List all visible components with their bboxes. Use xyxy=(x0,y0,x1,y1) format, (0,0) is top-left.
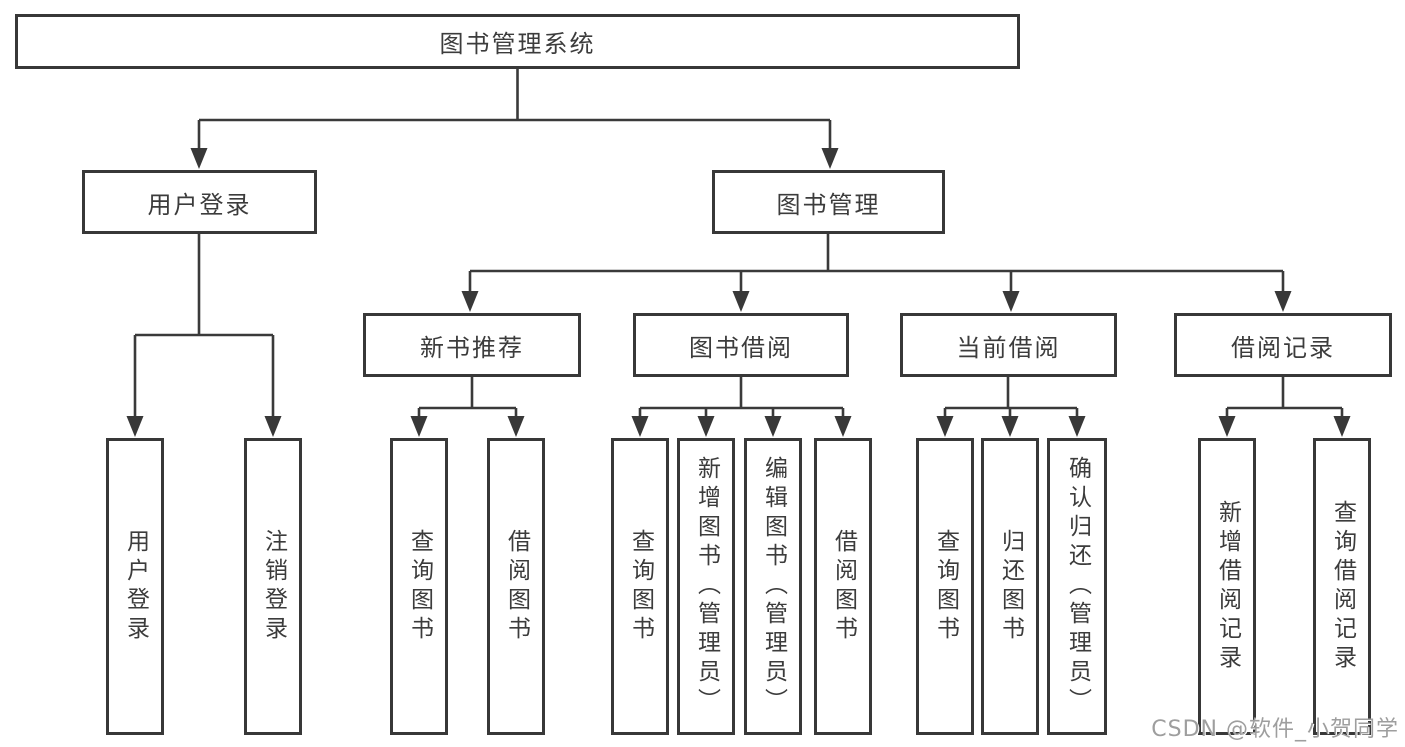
connector-book-management-to-level3 xyxy=(461,233,1292,312)
arrowhead xyxy=(1001,416,1019,437)
leaf-borrow-books-recommend-label: 借阅图书 xyxy=(503,528,530,645)
connector-user-login-to-children xyxy=(126,234,282,437)
leaf-borrow-books: 借阅图书 xyxy=(814,438,872,735)
node-user-login-label: 用户登录 xyxy=(147,190,252,219)
arrowhead xyxy=(1218,416,1236,437)
arrowhead xyxy=(410,416,428,437)
leaf-return-book-label: 归还图书 xyxy=(997,528,1024,645)
leaf-return-book: 归还图书 xyxy=(981,438,1039,735)
node-current-borrow-label: 当前借阅 xyxy=(956,333,1061,362)
leaf-add-book-admin-label: 新增图书（管理员） xyxy=(693,456,720,717)
leaf-borrow-books-recommend: 借阅图书 xyxy=(487,438,545,735)
leaf-logout-label: 注销登录 xyxy=(260,528,287,645)
leaf-user-login: 用户登录 xyxy=(106,438,164,735)
arrowhead xyxy=(732,291,750,312)
node-borrow-records: 借阅记录 xyxy=(1174,313,1392,377)
leaf-query-books-borrow: 查询图书 xyxy=(611,438,669,735)
connector-borrow-records-to-children xyxy=(1218,377,1351,437)
leaf-query-books-recommend: 查询图书 xyxy=(390,438,448,735)
arrowhead xyxy=(834,416,852,437)
arrowhead xyxy=(697,416,715,437)
leaf-user-login-label: 用户登录 xyxy=(122,528,149,645)
node-root-system: 图书管理系统 xyxy=(15,14,1020,69)
arrowhead xyxy=(1333,416,1351,437)
node-user-login: 用户登录 xyxy=(82,170,317,234)
leaf-add-borrow-record: 新增借阅记录 xyxy=(1198,438,1256,735)
connector-current-borrow-to-children xyxy=(936,377,1086,437)
arrowhead xyxy=(264,416,282,437)
arrowhead xyxy=(821,148,839,169)
csdn-watermark: CSDN @软件_小贺同学 xyxy=(1151,717,1399,742)
node-book-borrow: 图书借阅 xyxy=(633,313,849,377)
node-new-book-recommend: 新书推荐 xyxy=(363,313,581,377)
node-book-borrow-label: 图书借阅 xyxy=(689,333,793,362)
node-book-management-label: 图书管理 xyxy=(776,190,881,219)
arrowhead xyxy=(126,416,144,437)
leaf-add-book-admin: 新增图书（管理员） xyxy=(677,438,735,735)
leaf-borrow-books-label: 借阅图书 xyxy=(830,528,857,645)
leaf-logout: 注销登录 xyxy=(244,438,302,735)
arrowhead xyxy=(1068,416,1086,437)
connector-root-to-level2 xyxy=(190,69,839,169)
leaf-query-borrow-record-label: 查询借阅记录 xyxy=(1329,499,1356,674)
arrowhead xyxy=(764,416,782,437)
leaf-query-books-current: 查询图书 xyxy=(916,438,974,735)
connector-new-book-to-children xyxy=(410,377,525,437)
arrowhead xyxy=(190,148,208,169)
node-root-label: 图书管理系统 xyxy=(439,30,596,58)
arrowhead xyxy=(507,416,525,437)
leaf-query-books-borrow-label: 查询图书 xyxy=(627,528,654,645)
leaf-query-borrow-record: 查询借阅记录 xyxy=(1313,438,1371,735)
node-book-management: 图书管理 xyxy=(712,170,945,234)
arrowhead xyxy=(461,291,479,312)
leaf-query-books-current-label: 查询图书 xyxy=(932,528,959,645)
node-new-book-recommend-label: 新书推荐 xyxy=(420,333,524,362)
arrowhead xyxy=(1002,291,1020,312)
arrowhead xyxy=(936,416,954,437)
leaf-add-borrow-record-label: 新增借阅记录 xyxy=(1214,499,1241,674)
node-current-borrow: 当前借阅 xyxy=(900,313,1117,377)
node-borrow-records-label: 借阅记录 xyxy=(1231,333,1335,362)
arrowhead xyxy=(631,416,649,437)
leaf-confirm-return-admin-label: 确认归还（管理员） xyxy=(1064,456,1091,717)
leaf-edit-book-admin-label: 编辑图书（管理员） xyxy=(760,456,787,717)
leaf-query-books-recommend-label: 查询图书 xyxy=(406,528,433,645)
connector-book-borrow-to-children xyxy=(631,377,852,437)
leaf-edit-book-admin: 编辑图书（管理员） xyxy=(744,438,802,735)
leaf-confirm-return-admin: 确认归还（管理员） xyxy=(1047,438,1107,735)
arrowhead xyxy=(1274,291,1292,312)
